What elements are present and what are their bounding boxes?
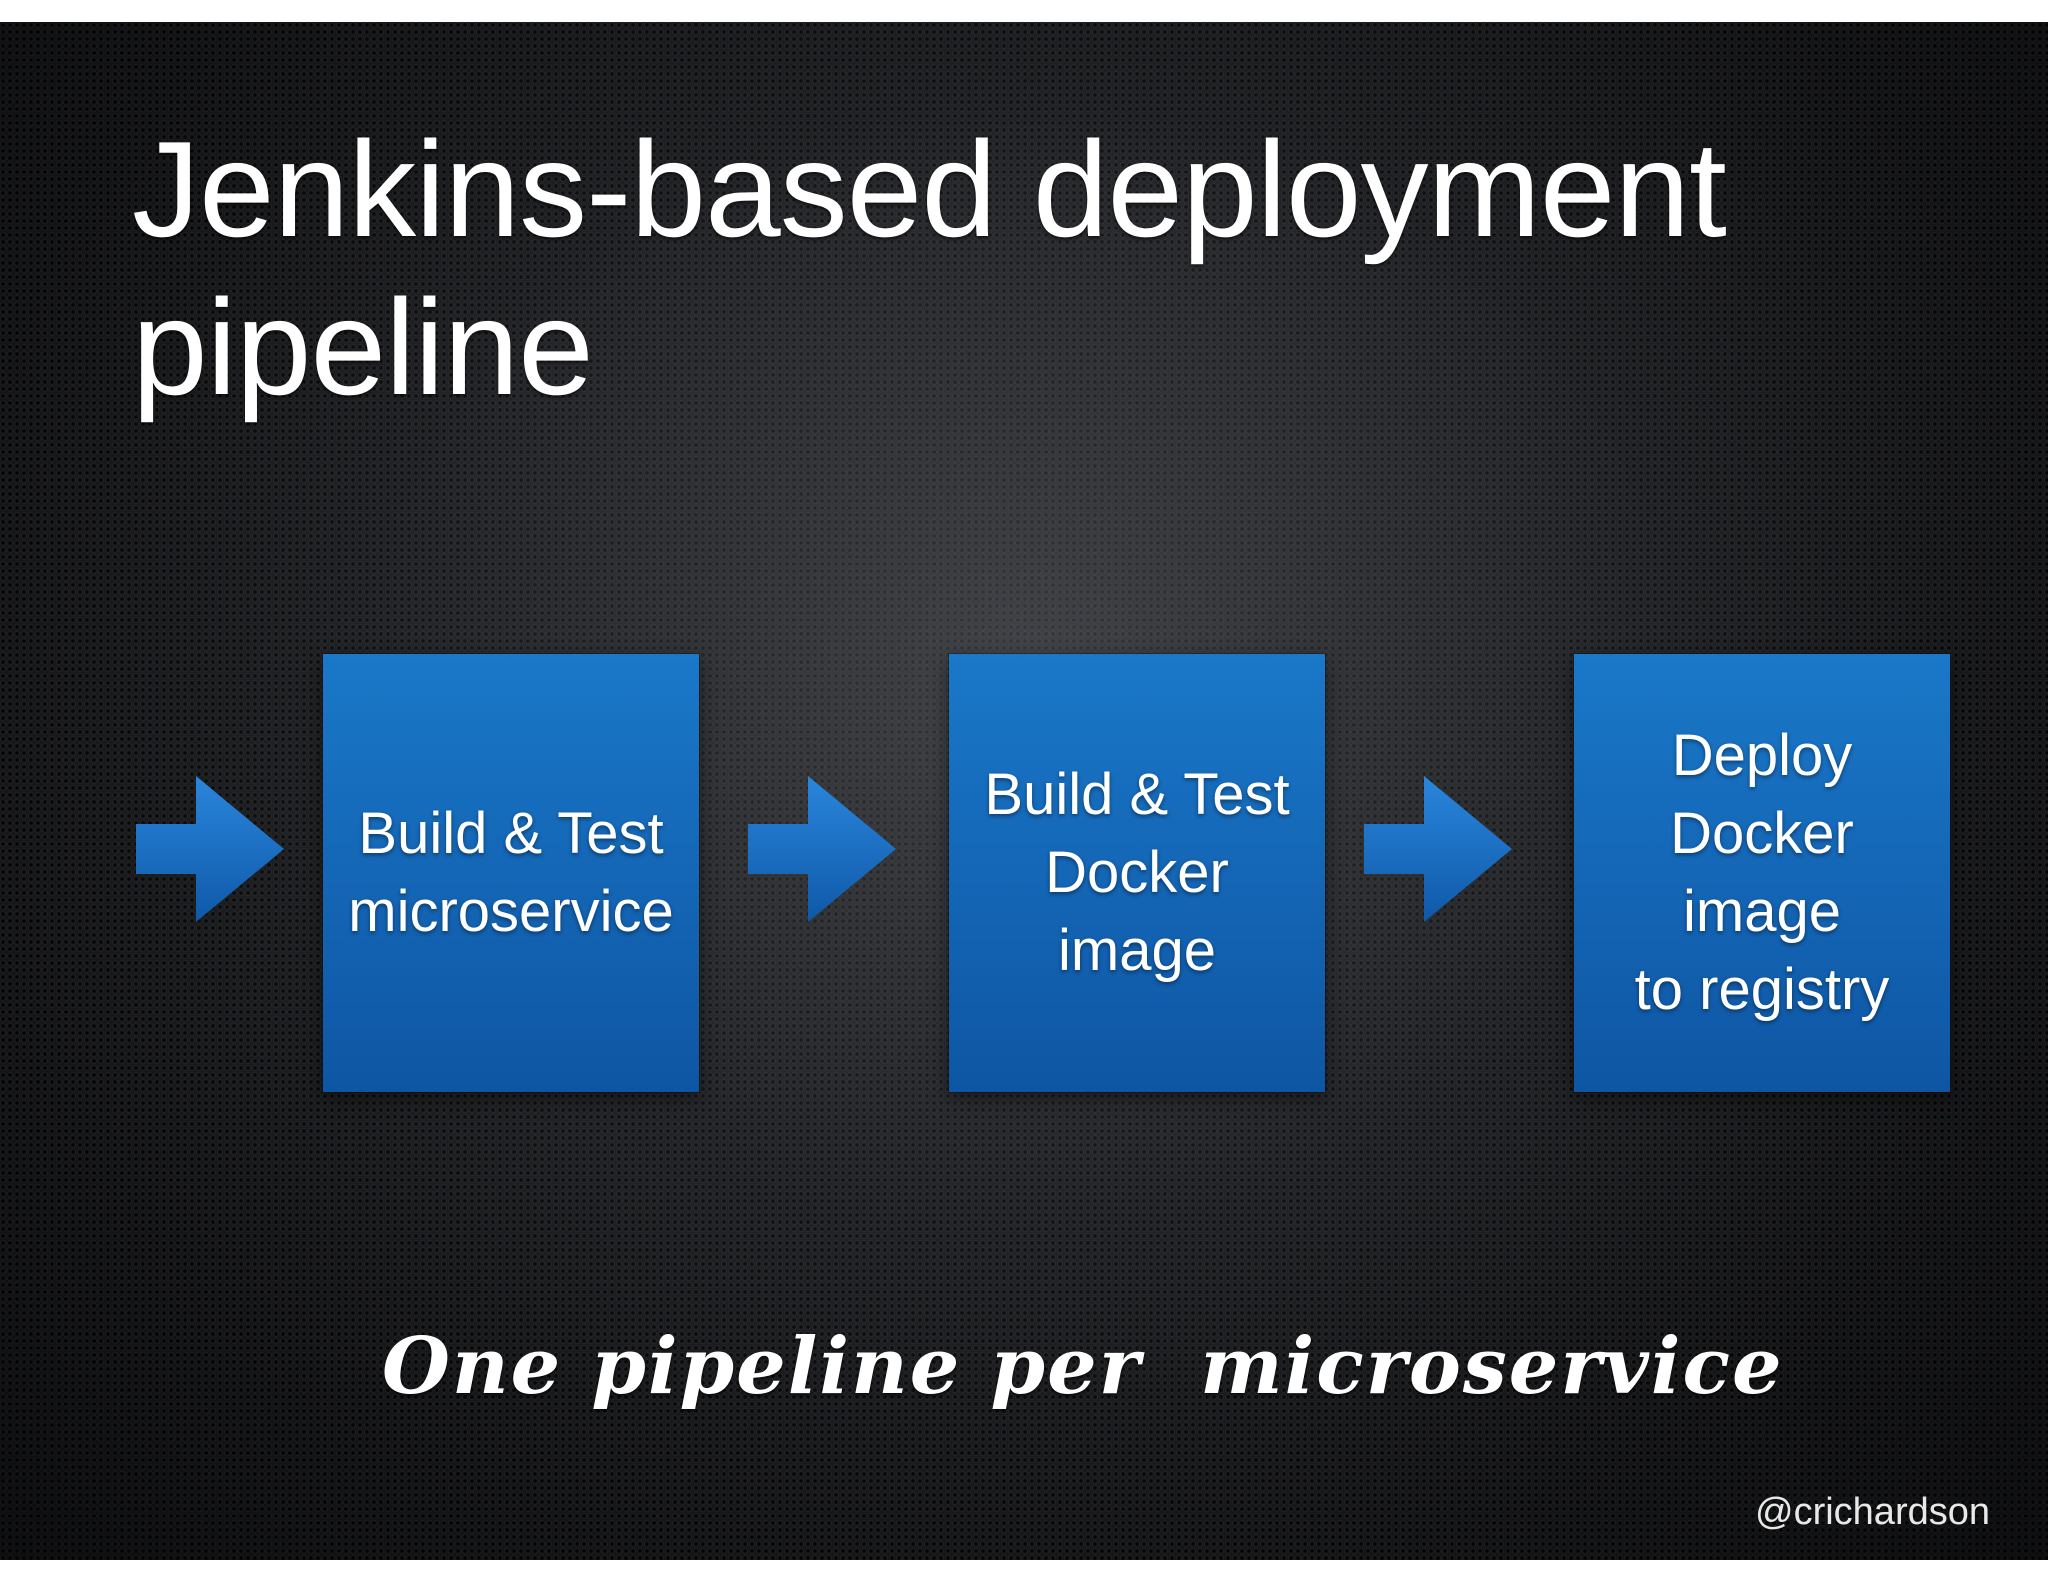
stage-build-test-docker-image: Build & Test Docker image (949, 654, 1325, 1092)
stage-label: Build & Test Docker image (984, 762, 1290, 983)
handwritten-note: One pipeline per microservice (382, 1321, 1784, 1412)
stage-label: Deploy Docker image to registry (1634, 723, 1890, 1022)
right-arrow-icon (746, 774, 896, 924)
right-arrow-icon (134, 774, 284, 924)
stage-build-test-microservice: Build & Test microservice (323, 654, 699, 1092)
slide-title: Jenkins-based deployment pipeline (132, 113, 1727, 423)
stage-label: Build & Test microservice (348, 801, 674, 944)
right-arrow-icon (1362, 774, 1512, 924)
author-handle: @crichardson (1755, 1491, 1990, 1533)
slide: Jenkins-based deployment pipeline Build … (0, 22, 2048, 1560)
stage-deploy-docker-image: Deploy Docker image to registry (1574, 654, 1950, 1092)
